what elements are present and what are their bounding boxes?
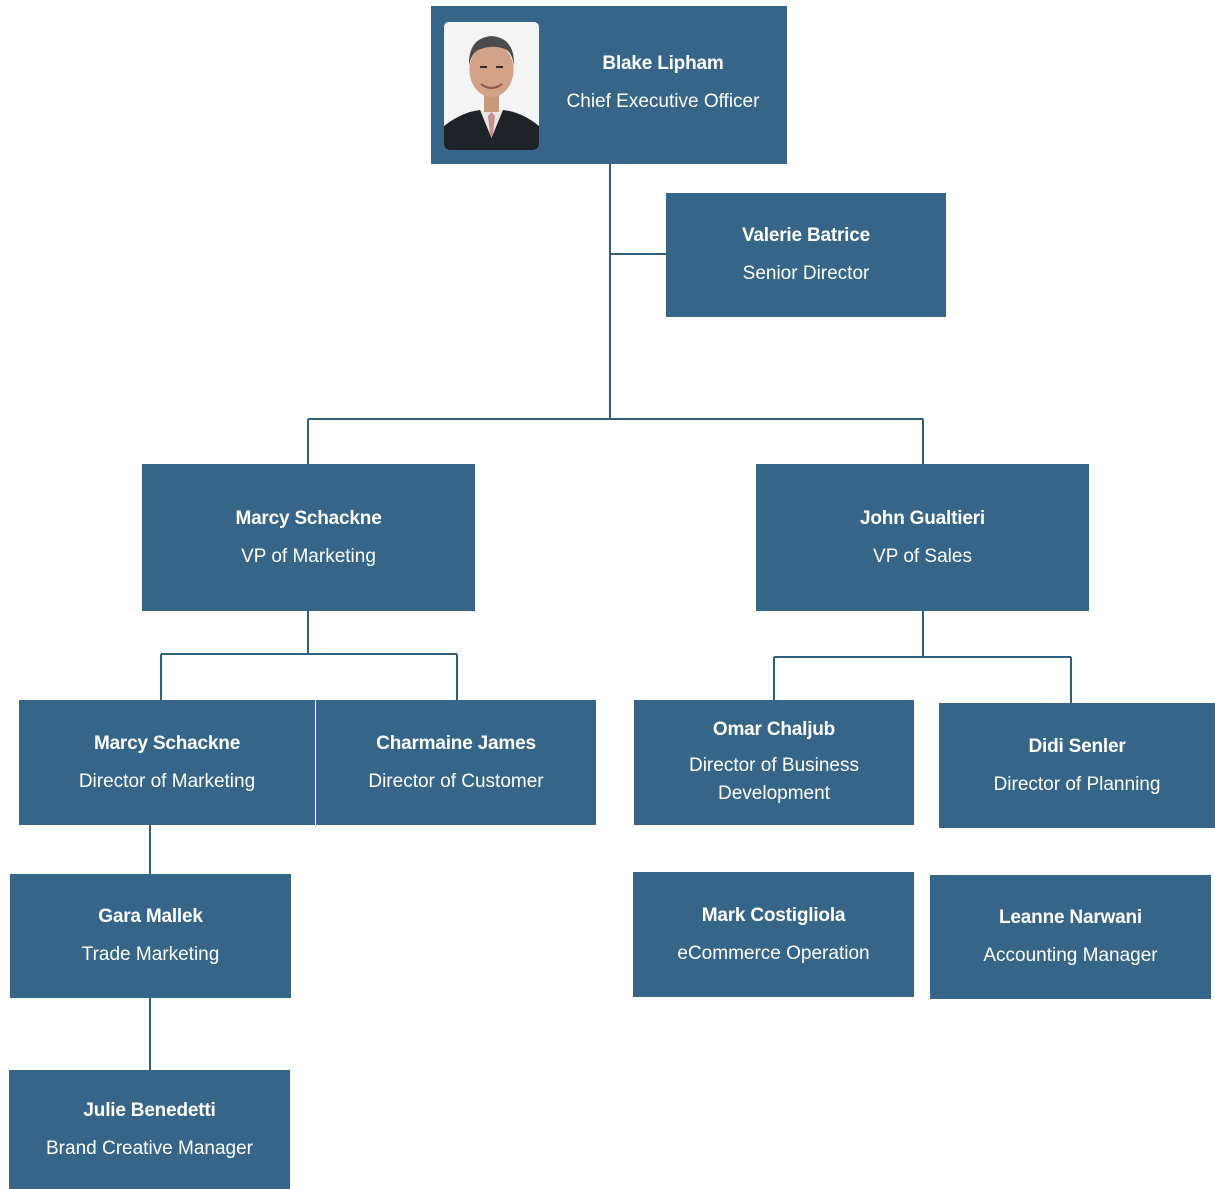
node-brand-creative-manager[interactable]: Julie Benedetti Brand Creative Manager [9,1070,290,1189]
node-director-marketing[interactable]: Marcy Schackne Director of Marketing [19,700,315,825]
node-role: Accounting Manager [983,945,1158,966]
node-ceo[interactable]: Blake Lipham Chief Executive Officer [431,6,787,164]
node-role: eCommerce Operation [677,942,870,964]
node-director-customer[interactable]: Charmaine James Director of Customer [316,700,596,825]
node-name: Marcy Schackne [93,732,241,754]
node-role: Director of Marketing [78,770,256,792]
node-name: Charmaine James [376,732,536,754]
node-director-business-development[interactable]: Omar Chaljub Director of Business Develo… [634,700,914,825]
node-name: Gara Mallek [98,906,203,927]
node-name: Leanne Narwani [999,907,1142,928]
node-vp-marketing[interactable]: Marcy Schackne VP of Marketing [142,464,475,611]
node-name: John Gualtieri [860,507,985,529]
node-role: VP of Sales [873,545,972,567]
node-director-planning[interactable]: Didi Senler Director of Planning [939,703,1215,828]
node-role: Brand Creative Manager [46,1137,253,1159]
node-role: VP of Marketing [241,545,376,567]
node-senior-director[interactable]: Valerie Batrice Senior Director [666,193,946,317]
node-name: Blake Lipham [602,53,724,74]
node-ecommerce-operation[interactable]: Mark Costigliola eCommerce Operation [633,872,914,997]
node-role: Director of Business Development [688,754,859,804]
node-trade-marketing[interactable]: Gara Mallek Trade Marketing [10,874,291,998]
node-role: Director of Planning [993,773,1161,795]
node-accounting-manager[interactable]: Leanne Narwani Accounting Manager [930,875,1211,999]
node-name: Valerie Batrice [742,225,870,246]
node-role: Chief Executive Officer [566,91,760,112]
node-vp-sales[interactable]: John Gualtieri VP of Sales [756,464,1089,611]
node-name: Marcy Schackne [235,507,382,529]
node-name: Didi Senler [1028,735,1126,757]
node-name: Omar Chaljub [712,718,836,740]
node-role: Trade Marketing [81,944,220,965]
node-name: Julie Benedetti [83,1099,216,1121]
node-role: Director of Customer [368,770,544,792]
node-role: Senior Director [742,263,870,284]
node-name: Mark Costigliola [701,904,846,926]
person-photo [444,22,539,150]
